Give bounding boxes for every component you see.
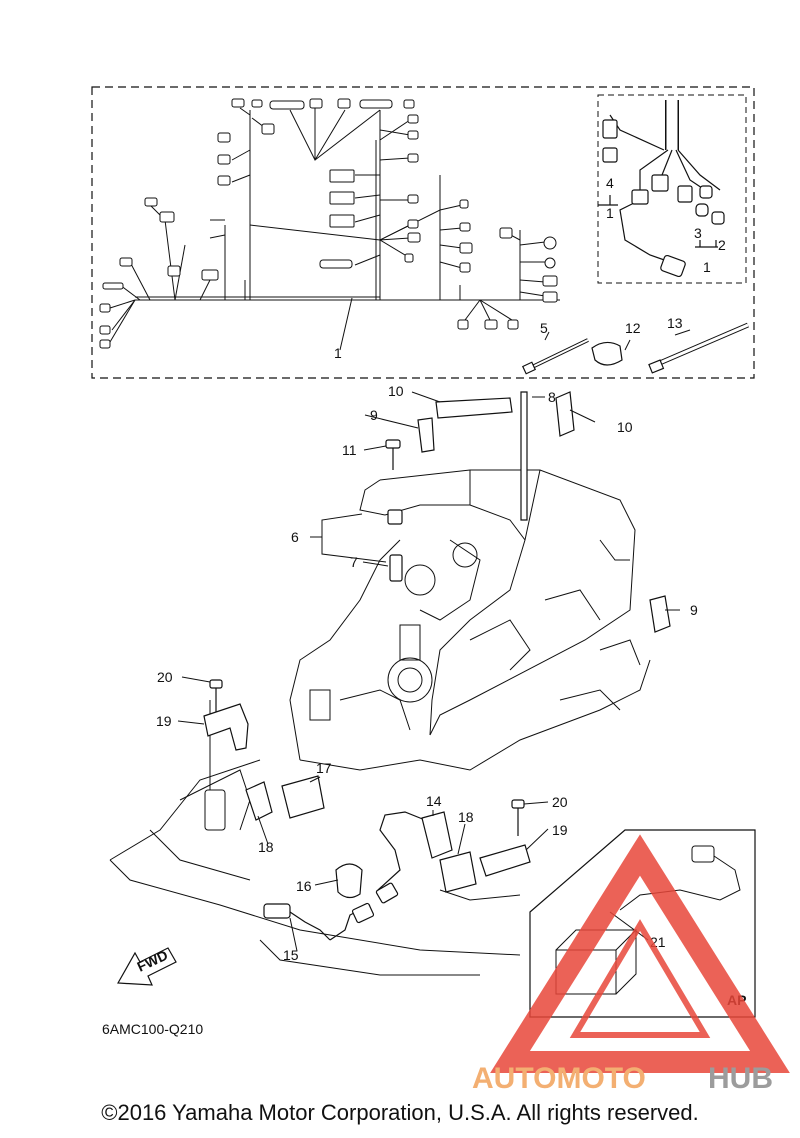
leader-lines xyxy=(177,297,691,952)
callout-13: 13 xyxy=(667,315,683,331)
bracket-covers xyxy=(435,391,575,437)
callout-8: 8 xyxy=(548,389,556,405)
callout-19-left: 19 xyxy=(156,713,172,729)
callout-3: 3 xyxy=(694,225,702,241)
clamps-and-ties xyxy=(521,322,749,375)
callout-9-top: 9 xyxy=(370,407,378,423)
callout-20-right: 20 xyxy=(552,794,568,810)
callout-1-main: 1 xyxy=(334,345,342,361)
callout-5: 5 xyxy=(540,320,548,336)
callout-19-right: 19 xyxy=(552,822,568,838)
callout-10-left: 10 xyxy=(388,383,404,399)
callout-11: 11 xyxy=(342,442,357,458)
callout-4: 4 xyxy=(606,175,614,191)
callout-16: 16 xyxy=(296,878,312,894)
callout-18-right: 18 xyxy=(458,809,474,825)
fasteners-upper xyxy=(385,391,671,633)
sensor-leads xyxy=(263,811,453,941)
fwd-arrow: FWD xyxy=(117,947,177,986)
callout-2: 2 xyxy=(718,237,726,253)
callout-20-left: 20 xyxy=(157,669,173,685)
lower-cowl-drawing xyxy=(109,700,521,976)
callout-7: 7 xyxy=(350,554,358,570)
callout-6: 6 xyxy=(291,529,299,545)
engine-body-drawing xyxy=(289,469,651,771)
callout-1-inset-b: 1 xyxy=(703,259,711,275)
watermark-word-automoto: AUTOMOTO xyxy=(472,1062,646,1095)
callout-1-inset-a: 1 xyxy=(606,205,614,221)
grommets-left xyxy=(245,775,325,821)
copyright-footer: ©2016 Yamaha Motor Corporation, U.S.A. A… xyxy=(101,1100,699,1125)
bracket-right xyxy=(439,799,531,893)
inset-harness-drawing xyxy=(598,100,725,278)
harness-kit-box xyxy=(91,86,755,379)
automotohub-watermark: AUTOMOTO HUB xyxy=(472,834,790,1095)
callout-14: 14 xyxy=(426,793,442,809)
callout-12: 12 xyxy=(625,320,641,336)
part-code-label: 6AMC100-Q210 xyxy=(102,1021,203,1037)
watermark-word-hub: HUB xyxy=(708,1062,773,1095)
callout-18-left: 18 xyxy=(258,839,274,855)
callout-numbers: 1 1 1 2 3 4 5 6 7 8 9 9 10 10 11 12 13 1… xyxy=(156,175,726,963)
callout-17: 17 xyxy=(316,760,332,776)
callout-10-right: 10 xyxy=(617,419,633,435)
callout-15: 15 xyxy=(283,947,299,963)
harness-connectors xyxy=(99,98,558,349)
callout-9-right: 9 xyxy=(690,602,698,618)
bracket-left xyxy=(203,679,249,751)
